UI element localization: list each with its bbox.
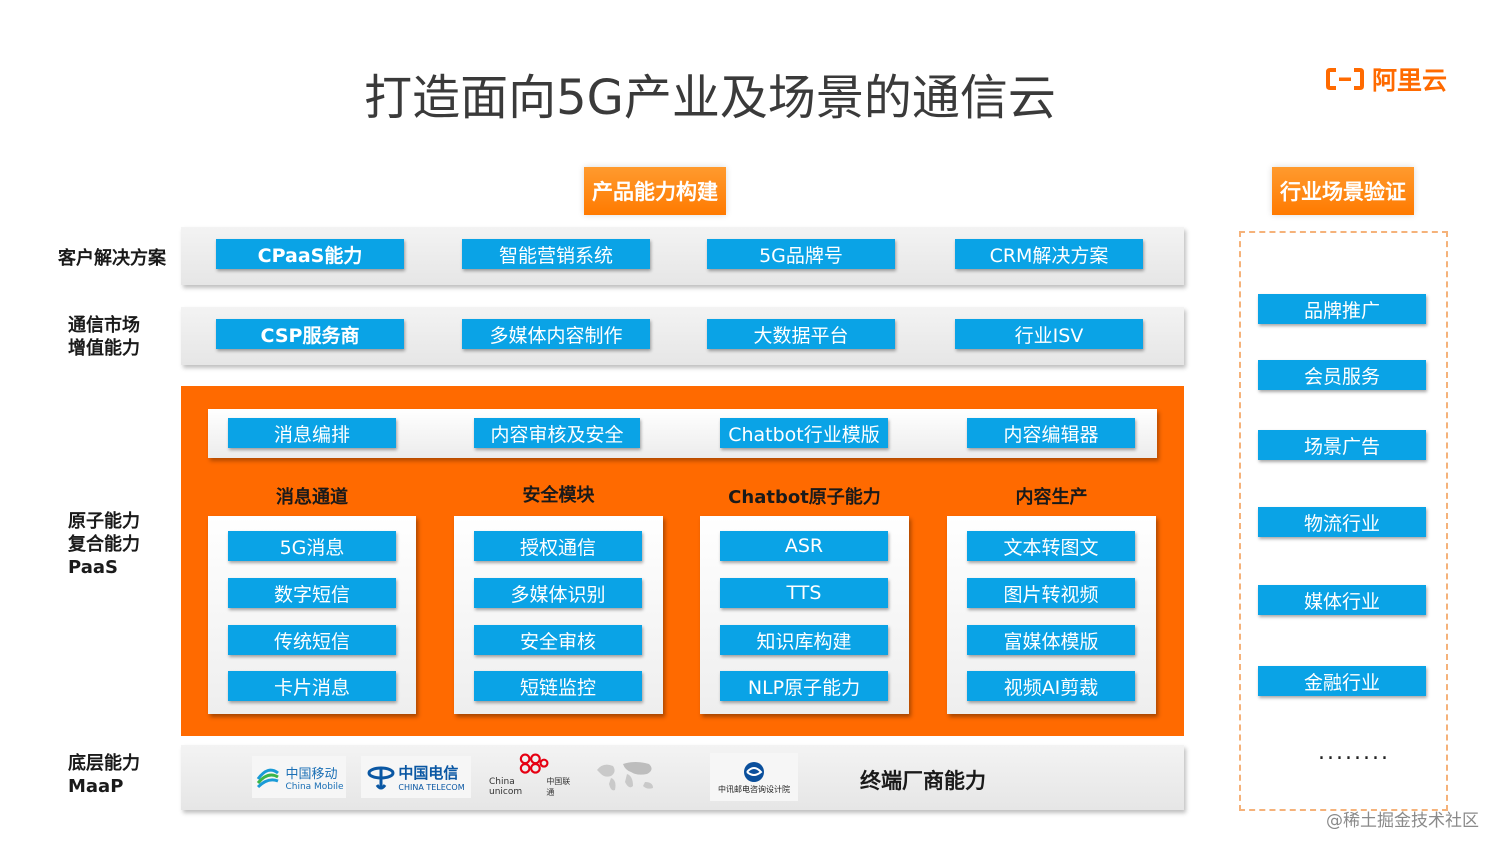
industry-item-brand-promotion: 品牌推广 xyxy=(1258,294,1426,324)
chatbot-item: TTS xyxy=(720,578,888,608)
industry-more-ellipsis: ........ xyxy=(1318,740,1390,765)
content-item: 富媒体模版 xyxy=(967,625,1135,655)
world-map-logo xyxy=(591,756,661,798)
channel-item: 卡片消息 xyxy=(228,671,396,701)
group-title-security: 安全模块 xyxy=(522,485,595,506)
content-item: 文本转图文 xyxy=(967,531,1135,561)
market-item-multimedia: 多媒体内容制作 xyxy=(462,319,650,349)
watermark: @稀土掘金技术社区 xyxy=(1326,811,1479,831)
china-telecom-icon xyxy=(367,766,395,790)
row-label-market: 通信市场 增值能力 xyxy=(68,315,140,359)
group-title-chatbot: Chatbot原子能力 xyxy=(728,487,881,508)
customer-item-cpaas: CPaaS能力 xyxy=(216,239,404,269)
security-item: 安全审核 xyxy=(474,625,642,655)
customer-item-crm: CRM解决方案 xyxy=(955,239,1143,269)
chatbot-item: NLP原子能力 xyxy=(720,671,888,701)
channel-item: 5G消息 xyxy=(228,531,396,561)
terminal-vendor-capability: 终端厂商能力 xyxy=(860,769,986,793)
product-capability-header: 产品能力构建 xyxy=(584,167,726,215)
row-label-atomic: 原子能力 复合能力 PaaS xyxy=(68,511,140,578)
security-item: 多媒体识别 xyxy=(474,578,642,608)
industry-item-finance: 金融行业 xyxy=(1258,666,1426,696)
industry-item-media: 媒体行业 xyxy=(1258,585,1426,615)
security-item: 授权通信 xyxy=(474,531,642,561)
industry-item-membership: 会员服务 xyxy=(1258,360,1426,390)
world-map-icon xyxy=(597,762,653,791)
top-item-audit: 内容审核及安全 xyxy=(474,418,640,448)
customer-item-marketing: 智能营销系统 xyxy=(462,239,650,269)
market-item-csp: CSP服务商 xyxy=(216,319,404,349)
china-unicom-icon xyxy=(519,753,549,774)
page-title: 打造面向5G产业及场景的通信云 xyxy=(364,70,1056,126)
brand-name: 阿里云 xyxy=(1372,66,1448,95)
china-info-design-logo: 中讯邮电咨询设计院 xyxy=(710,753,798,801)
china-telecom-logo: 中国电信 CHINA TELECOM xyxy=(361,756,471,798)
channel-item: 传统短信 xyxy=(228,625,396,655)
industry-item-logistics: 物流行业 xyxy=(1258,507,1426,537)
group-title-content: 内容生产 xyxy=(1015,487,1088,508)
top-item-orchestration: 消息编排 xyxy=(228,418,396,448)
chatbot-item: 知识库构建 xyxy=(720,625,888,655)
industry-scenario-panel xyxy=(1239,231,1448,811)
content-item: 图片转视频 xyxy=(967,578,1135,608)
group-title-channel: 消息通道 xyxy=(276,487,348,508)
china-mobile-icon xyxy=(257,768,280,789)
channel-item: 数字短信 xyxy=(228,578,396,608)
chatbot-item: ASR xyxy=(720,531,888,561)
industry-scenario-header: 行业场景验证 xyxy=(1272,167,1414,215)
content-item: 视频AI剪裁 xyxy=(967,671,1135,701)
china-unicom-logo: China unicom 中国联通 xyxy=(489,752,575,798)
customer-item-brand: 5G品牌号 xyxy=(707,239,895,269)
row-label-base: 底层能力 MaaP xyxy=(68,753,140,797)
design-institute-icon xyxy=(744,761,764,782)
china-mobile-logo: 中国移动 China Mobile xyxy=(252,756,346,798)
row-label-customer: 客户解决方案 xyxy=(58,248,166,269)
market-item-isv: 行业ISV xyxy=(955,319,1143,349)
security-item: 短链监控 xyxy=(474,671,642,701)
top-item-editor: 内容编辑器 xyxy=(967,418,1135,448)
industry-item-scene-ads: 场景广告 xyxy=(1258,430,1426,460)
aliyun-logo-icon xyxy=(1326,68,1364,90)
top-item-chatbot-template: Chatbot行业模版 xyxy=(720,418,888,448)
aliyun-logo: 阿里云 xyxy=(1326,62,1447,96)
market-item-bigdata: 大数据平台 xyxy=(707,319,895,349)
base-capability-band xyxy=(181,745,1184,810)
